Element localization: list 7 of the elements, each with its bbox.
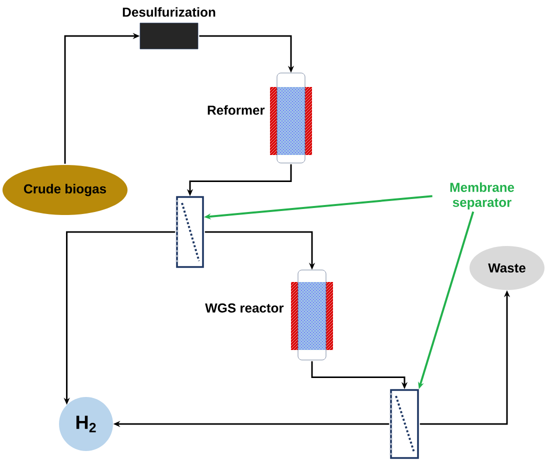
reactor-label: Reformer	[208, 105, 265, 115]
reactor-label: WGS reactor	[205, 303, 284, 313]
reactor-drawing	[270, 87, 277, 155]
membrane-drawing	[176, 196, 204, 268]
membrane-label: Membrane separator	[450, 182, 514, 210]
membrane-drawing	[390, 389, 419, 459]
unit-label: Desulfurization	[122, 7, 216, 17]
